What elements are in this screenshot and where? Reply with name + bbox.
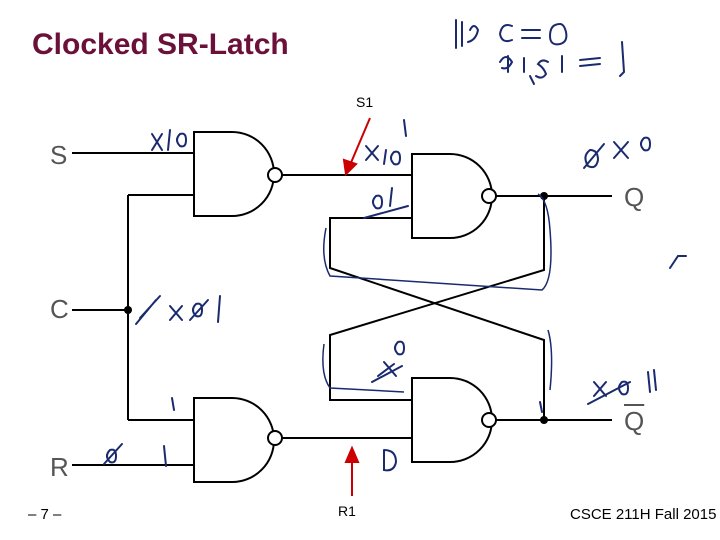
input-label-r: R [50, 452, 69, 482]
junction-dots [124, 192, 548, 424]
inversion-bubble-4 [481, 412, 497, 428]
nand-gate-1 [193, 131, 275, 217]
inversion-bubble-3 [481, 188, 497, 204]
nand-gate-3 [411, 153, 493, 239]
s1-arrow [349, 117, 371, 166]
circuit-wires [72, 152, 612, 466]
nand-gate-2 [193, 397, 275, 483]
marker-label-r1: R1 [338, 503, 356, 519]
inversion-bubble-2 [267, 430, 283, 446]
s1-arrowhead [342, 158, 358, 177]
marker-label-s1: S1 [356, 94, 374, 110]
output-label-q: Q [624, 182, 645, 212]
input-label-s: S [50, 140, 68, 170]
input-label-c: C [50, 294, 69, 324]
r1-arrowhead [344, 445, 360, 463]
nand-gate-4 [411, 377, 493, 463]
inversion-bubble-1 [267, 167, 283, 183]
highlight-loop [322, 193, 553, 393]
output-label-qbar: Q [624, 406, 645, 436]
handwritten-annotations [103, 19, 687, 472]
page-number: – 7 – [28, 506, 62, 523]
course-footer: CSCE 211H Fall 2015 [570, 506, 717, 523]
page-title: Clocked SR-Latch [32, 28, 289, 61]
